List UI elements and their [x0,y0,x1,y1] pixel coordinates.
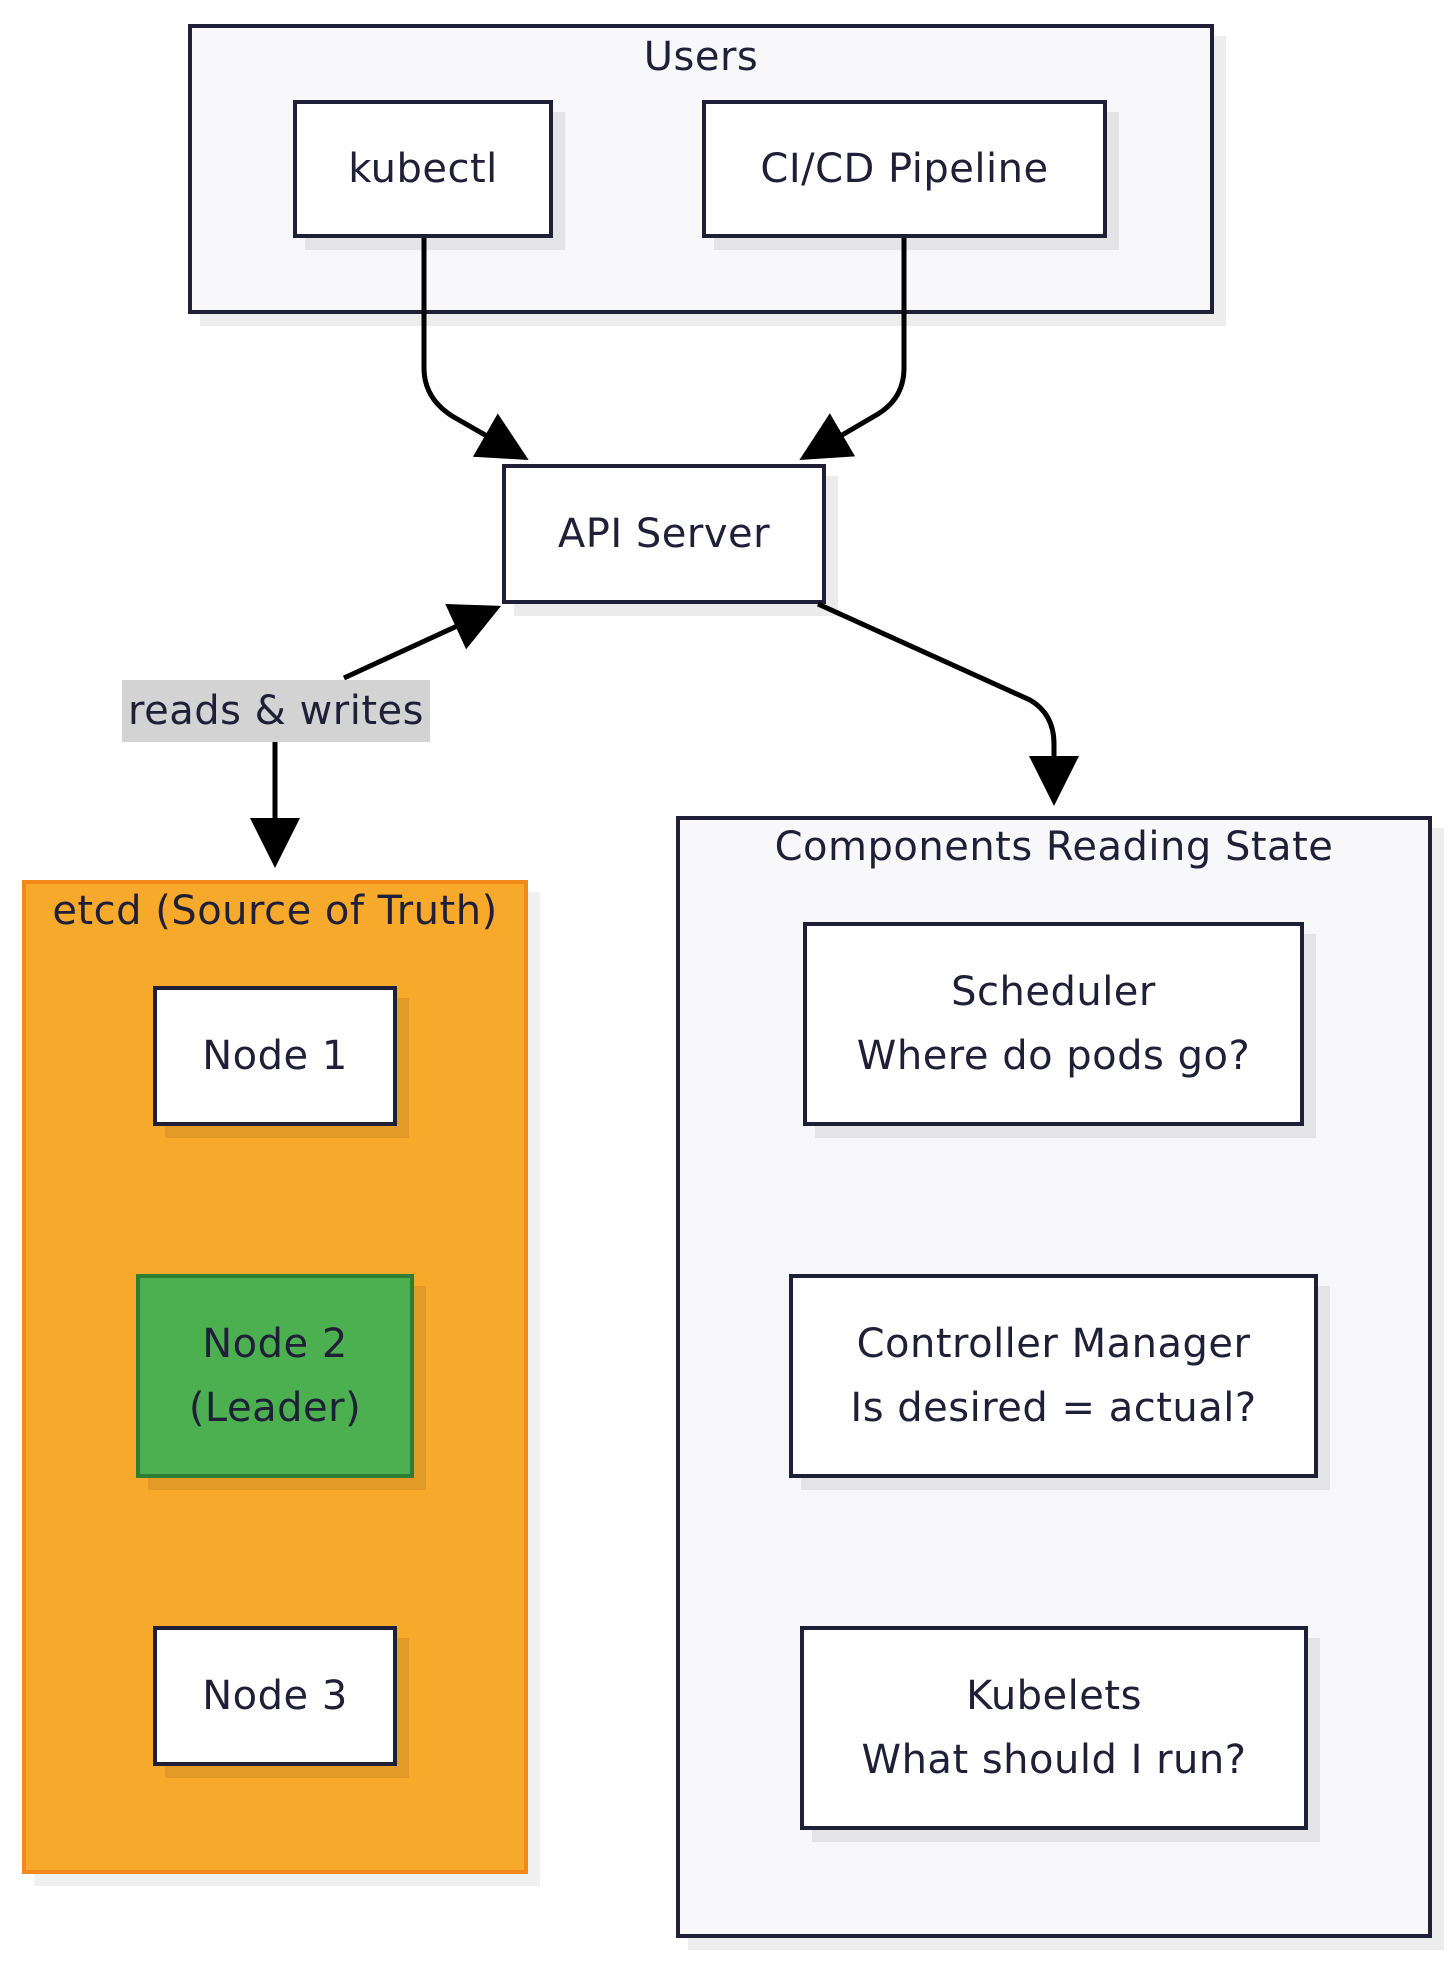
etcd-node-3[interactable]: Node 3 [153,1626,397,1766]
scheduler-label: Scheduler [951,969,1156,1015]
users-group-title: Users [643,34,759,80]
etcd-node-2-role: (Leader) [188,1385,362,1431]
etcd-group-title: etcd (Source of Truth) [52,888,498,934]
edge-api-server-to-components [816,601,1079,806]
scheduler-node[interactable]: Scheduler Where do pods go? [803,922,1304,1126]
api-server-node[interactable]: API Server [502,464,826,604]
controller-manager-question: Is desired = actual? [850,1385,1257,1431]
scheduler-question: Where do pods go? [856,1033,1251,1079]
cicd-pipeline-label: CI/CD Pipeline [760,146,1049,192]
cicd-pipeline-node[interactable]: CI/CD Pipeline [702,100,1107,238]
etcd-node-2-label: Node 2 [202,1321,348,1367]
kubelets-node[interactable]: Kubelets What should I run? [800,1626,1308,1830]
etcd-node-1[interactable]: Node 1 [153,986,397,1126]
etcd-node-2-leader[interactable]: Node 2 (Leader) [136,1274,414,1478]
components-group-title: Components Reading State [774,824,1334,870]
edge-kubectl-to-api-server [421,238,529,460]
kubelets-label: Kubelets [966,1673,1142,1719]
controller-manager-node[interactable]: Controller Manager Is desired = actual? [789,1274,1318,1478]
edge-cicd-to-api-server [799,238,907,461]
etcd-node-3-label: Node 3 [202,1673,348,1719]
kubelets-question: What should I run? [861,1737,1247,1783]
kubectl-label: kubectl [348,146,498,192]
api-server-label: API Server [557,511,771,557]
edge-etcd-to-api-server [342,603,502,681]
etcd-node-1-label: Node 1 [202,1033,348,1079]
controller-manager-label: Controller Manager [856,1321,1251,1367]
kubectl-node[interactable]: kubectl [293,100,553,238]
reads-writes-edge-label: reads & writes [122,680,430,742]
